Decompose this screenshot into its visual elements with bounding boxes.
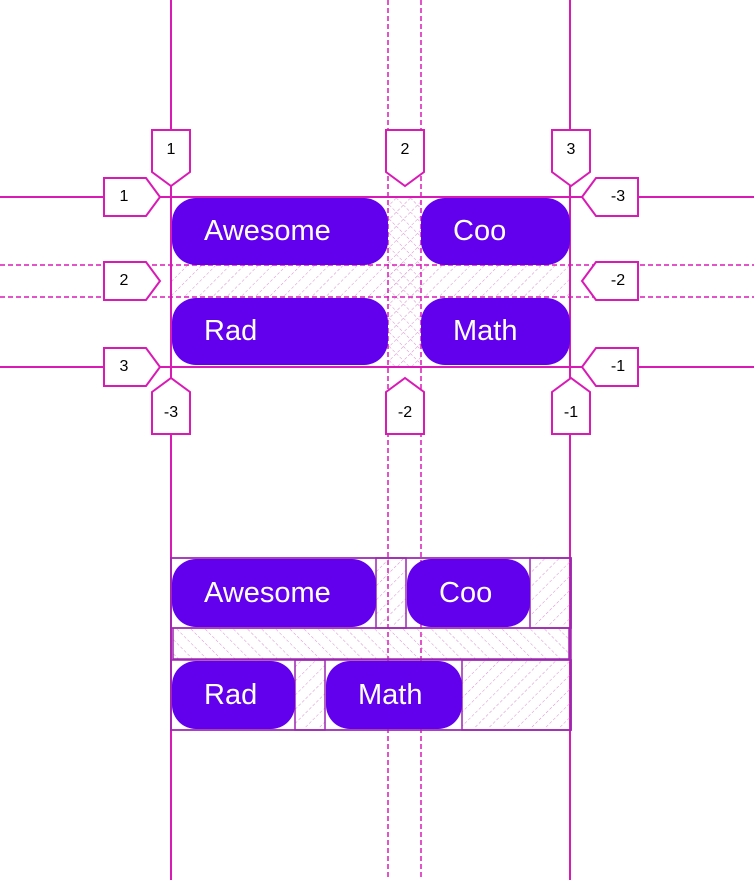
right-badges: [580, 177, 639, 387]
column-lines: [170, 0, 571, 880]
grid-item-label: Math: [453, 315, 518, 347]
badge-col-bottom-1: [551, 376, 591, 435]
flex-item-label: Math: [358, 678, 423, 711]
flex-demo: [170, 557, 572, 731]
row-gap-hatch: [172, 265, 570, 297]
flex-item-label: Awesome: [204, 576, 331, 609]
flex-item-rad: Rad: [172, 661, 295, 729]
badge-col-top-1: [151, 129, 191, 188]
flex-gap-outline: [172, 627, 570, 660]
flex-item-awesome: Awesome: [172, 559, 376, 627]
badge-col-bottom-2: [385, 376, 425, 435]
badge-col-bottom-3: [151, 376, 191, 435]
grid-item-label: Rad: [204, 315, 258, 347]
badge-row-right-1: [580, 347, 639, 387]
badge-row-right-2: [580, 261, 639, 301]
flex-item-label: Rad: [204, 678, 258, 711]
badge-row-left-1: [103, 177, 162, 217]
grid-item-math: Math: [421, 298, 570, 365]
badge-col-top-3: [551, 129, 591, 188]
grid-item-rad: Rad: [172, 298, 388, 365]
grid-item-label: Awesome: [204, 215, 331, 247]
top-badges: [151, 129, 591, 188]
badge-row-left-2: [103, 261, 162, 301]
left-badges: [103, 177, 162, 387]
badge-col-top-2: [385, 129, 425, 188]
bottom-badges: [151, 376, 591, 435]
badge-row-right-3: [580, 177, 639, 217]
flex-item-coo: Coo: [407, 559, 530, 627]
grid-item-coo: Coo: [421, 198, 570, 265]
grid-item-awesome: Awesome: [172, 198, 388, 265]
badge-row-left-3: [103, 347, 162, 387]
flex-item-label: Coo: [439, 576, 493, 609]
grid-item-label: Coo: [453, 215, 507, 247]
flex-item-math: Math: [326, 661, 462, 729]
